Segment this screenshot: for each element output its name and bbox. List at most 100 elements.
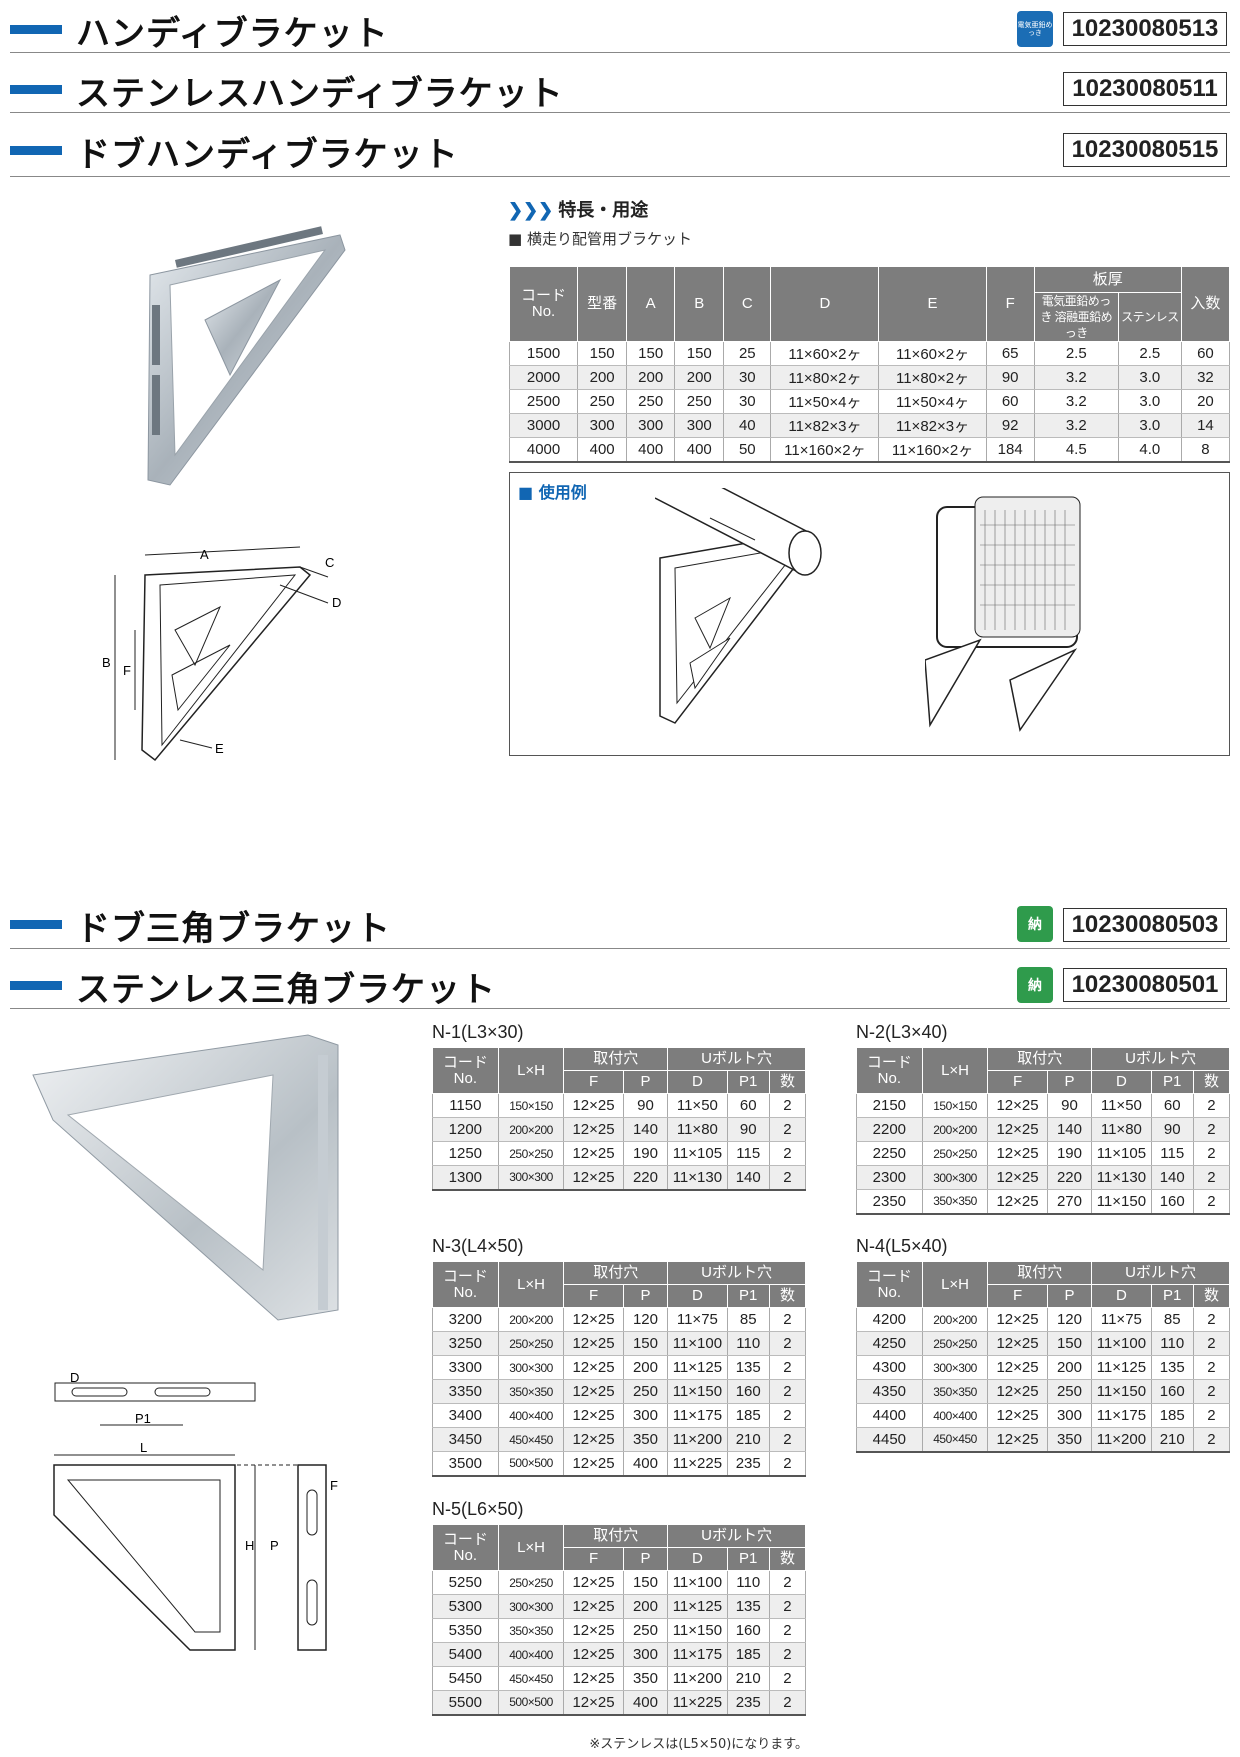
- table-cell: 12×25: [563, 1594, 624, 1619]
- product-code: 10230080503: [1063, 908, 1227, 942]
- table-cell: 160: [726, 1379, 770, 1404]
- table-cell: 4350: [856, 1379, 923, 1404]
- section-title: ドブ三角ブラケット: [76, 909, 391, 949]
- table-cell: 5250: [432, 1570, 499, 1595]
- table-cell: 220: [1046, 1165, 1093, 1190]
- table-cell: 3.0: [1117, 389, 1182, 414]
- table-cell: 3200: [432, 1307, 499, 1332]
- table-cell: 400: [626, 437, 676, 463]
- product-code: 10230080513: [1063, 12, 1227, 46]
- table-cell: 250×250: [497, 1570, 565, 1595]
- table-cell: 11×150: [1091, 1379, 1152, 1404]
- table-cell: 250×250: [921, 1331, 989, 1356]
- table-cell: 350: [1046, 1427, 1093, 1453]
- table-cell: 4200: [856, 1307, 923, 1332]
- table-cell: 3250: [432, 1331, 499, 1356]
- table-cell: 150: [622, 1570, 669, 1595]
- table-cell: 11×80×2ヶ: [770, 365, 880, 390]
- table-cell: 2: [768, 1331, 807, 1356]
- table-cell: 11×60×2ヶ: [770, 341, 880, 366]
- table-cell: 5300: [432, 1594, 499, 1619]
- table-cell: 12×25: [563, 1093, 624, 1118]
- table-label: N-1(L3×30): [432, 1022, 524, 1042]
- table-cell: 200×200: [921, 1307, 989, 1332]
- table-cell: 120: [1046, 1307, 1093, 1332]
- table-cell: 11×82×3ヶ: [770, 413, 880, 438]
- table-cell: 300: [1046, 1403, 1093, 1428]
- feature-item: ■ 横走り配管用ブラケット: [508, 230, 692, 248]
- table-cell: 65: [985, 341, 1035, 366]
- table-cell: 400: [577, 437, 628, 463]
- table-cell: 12×25: [563, 1355, 624, 1380]
- table-cell: 11×175: [1091, 1403, 1152, 1428]
- table-cell: 12×25: [563, 1618, 624, 1643]
- table-cell: 2: [1192, 1331, 1231, 1356]
- table-cell: 30: [723, 389, 772, 414]
- table-cell: 2: [768, 1117, 807, 1142]
- handy-spec-table: コード No. 型番 A B C D E F 板厚 入数 電気亜鉛めっき 溶融亜…: [508, 266, 1231, 463]
- product-code: 10230080501: [1063, 968, 1227, 1002]
- table-cell: 12×25: [987, 1331, 1048, 1356]
- table-cell: 11×80: [1091, 1117, 1152, 1142]
- section-title: ハンディブラケット: [76, 14, 389, 54]
- table-cell: 250×250: [497, 1141, 565, 1166]
- table-cell: 90: [985, 365, 1035, 390]
- table-cell: 110: [1150, 1331, 1194, 1356]
- table-cell: 3.2: [1033, 413, 1119, 438]
- table-cell: 11×175: [667, 1642, 728, 1667]
- table-cell: 11×100: [1091, 1331, 1152, 1356]
- table-cell: 11×200: [667, 1666, 728, 1691]
- table-cell: 2: [1192, 1379, 1231, 1404]
- section-title: ドブハンディブラケット: [76, 135, 459, 175]
- table-cell: 60: [1180, 341, 1231, 366]
- dim-label-p1: P1: [135, 1411, 151, 1426]
- table-cell: 200: [1046, 1355, 1093, 1380]
- table-cell: 200×200: [921, 1117, 989, 1142]
- table-cell: 160: [726, 1618, 770, 1643]
- usage-label: ■ 使用例: [518, 483, 587, 502]
- section-title: ステンレス三角ブラケット: [76, 970, 496, 1010]
- table-cell: 5500: [432, 1690, 499, 1716]
- table-cell: 200×200: [497, 1307, 565, 1332]
- table-cell: 90: [1046, 1093, 1093, 1118]
- table-cell: 2: [768, 1093, 807, 1118]
- table-cell: 135: [1150, 1355, 1194, 1380]
- table-cell: 11×125: [667, 1355, 728, 1380]
- table-cell: 12×25: [563, 1666, 624, 1691]
- dim-label-a: A: [200, 547, 209, 562]
- table-cell: 150: [626, 341, 676, 366]
- table-cell: 120: [622, 1307, 669, 1332]
- table-cell: 30: [723, 365, 772, 390]
- table-cell: 90: [1150, 1117, 1194, 1142]
- table-cell: 2: [1192, 1355, 1231, 1380]
- table-cell: 2250: [856, 1141, 923, 1166]
- table-cell: 300×300: [497, 1165, 565, 1191]
- table-cell: 500×500: [497, 1451, 565, 1477]
- dim-label-h: H: [245, 1538, 254, 1553]
- unit-usage-illustration: [925, 496, 1081, 732]
- table-cell: 12×25: [987, 1117, 1048, 1142]
- section-title: ステンレスハンディブラケット: [76, 74, 564, 114]
- dim-label-b: B: [102, 655, 111, 670]
- table-cell: 12×25: [987, 1189, 1048, 1215]
- table-cell: 350: [622, 1666, 669, 1691]
- table-cell: 350×350: [921, 1189, 989, 1215]
- table-cell: 4.0: [1117, 437, 1182, 463]
- table-cell: 184: [985, 437, 1035, 463]
- table-cell: 2: [768, 1690, 807, 1716]
- feature-heading: ❯❯❯ 特長・用途: [508, 200, 649, 220]
